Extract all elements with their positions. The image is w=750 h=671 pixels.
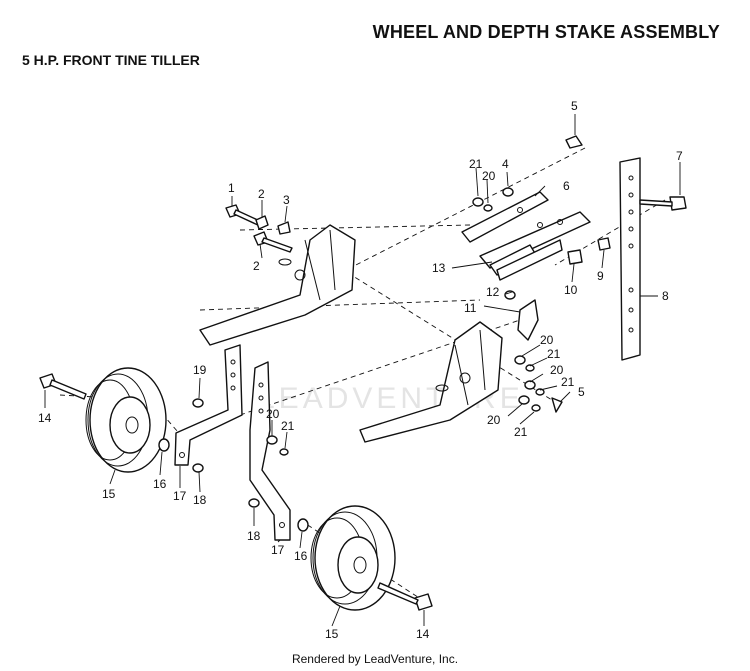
callout-6: 6 bbox=[563, 179, 570, 193]
left-frame-bracket bbox=[199, 224, 356, 346]
callout-20: 20 bbox=[482, 169, 496, 183]
callout-4: 4 bbox=[502, 157, 509, 171]
callout-20: 20 bbox=[487, 413, 501, 427]
bracket-13 bbox=[489, 239, 563, 281]
wheel-bolt-left bbox=[39, 373, 87, 400]
callout-11: 11 bbox=[464, 301, 477, 315]
callout-19: 19 bbox=[193, 363, 207, 377]
callout-9: 9 bbox=[597, 269, 604, 283]
callout-7: 7 bbox=[676, 149, 683, 163]
wheel-bracket-left bbox=[174, 344, 243, 466]
callout-18: 18 bbox=[247, 529, 261, 543]
callout-16: 16 bbox=[294, 549, 308, 563]
callout-10: 10 bbox=[564, 283, 578, 297]
callout-5: 5 bbox=[571, 99, 578, 113]
callout-18: 18 bbox=[193, 493, 207, 507]
right-frame-bracket bbox=[359, 321, 503, 443]
callout-21: 21 bbox=[469, 157, 483, 171]
depth-stake bbox=[619, 157, 641, 361]
callout-15: 15 bbox=[102, 487, 116, 501]
callout-17: 17 bbox=[173, 489, 187, 503]
callout-16: 16 bbox=[153, 477, 167, 491]
callout-2: 2 bbox=[253, 259, 260, 273]
callout-3: 3 bbox=[283, 193, 290, 207]
callout-8: 8 bbox=[662, 289, 669, 303]
wheel-left bbox=[85, 367, 167, 473]
callout-15: 15 bbox=[325, 627, 339, 641]
callout-21: 21 bbox=[281, 419, 295, 433]
diagram-subtitle: 5 H.P. FRONT TINE TILLER bbox=[22, 52, 200, 68]
callout-20: 20 bbox=[266, 407, 280, 421]
upper-bracket-6 bbox=[461, 191, 591, 269]
callout-21: 21 bbox=[547, 347, 561, 361]
callout-labels: 1 2 3 2 4 5 6 7 8 9 10 11 12 13 14 14 15… bbox=[38, 99, 683, 641]
callout-12: 12 bbox=[486, 285, 500, 299]
hardware bbox=[158, 135, 687, 532]
leader-lines bbox=[44, 114, 681, 627]
callout-2: 2 bbox=[258, 187, 265, 201]
callout-14: 14 bbox=[38, 411, 52, 425]
wheel-bracket-right bbox=[249, 361, 291, 541]
diagram-title: WHEEL AND DEPTH STAKE ASSEMBLY bbox=[372, 22, 720, 42]
callout-21: 21 bbox=[514, 425, 528, 439]
callout-13: 13 bbox=[432, 261, 446, 275]
callout-20: 20 bbox=[540, 333, 554, 347]
callout-5: 5 bbox=[578, 385, 585, 399]
wheel-right bbox=[310, 505, 396, 611]
callout-14: 14 bbox=[416, 627, 430, 641]
footer-credit: Rendered by LeadVenture, Inc. bbox=[291, 652, 459, 666]
stake-hook bbox=[517, 299, 539, 341]
callout-1: 1 bbox=[228, 181, 235, 195]
callout-21: 21 bbox=[561, 375, 575, 389]
callout-17: 17 bbox=[271, 543, 285, 557]
callout-20: 20 bbox=[550, 363, 564, 377]
wheel-bolt-right bbox=[377, 582, 433, 611]
